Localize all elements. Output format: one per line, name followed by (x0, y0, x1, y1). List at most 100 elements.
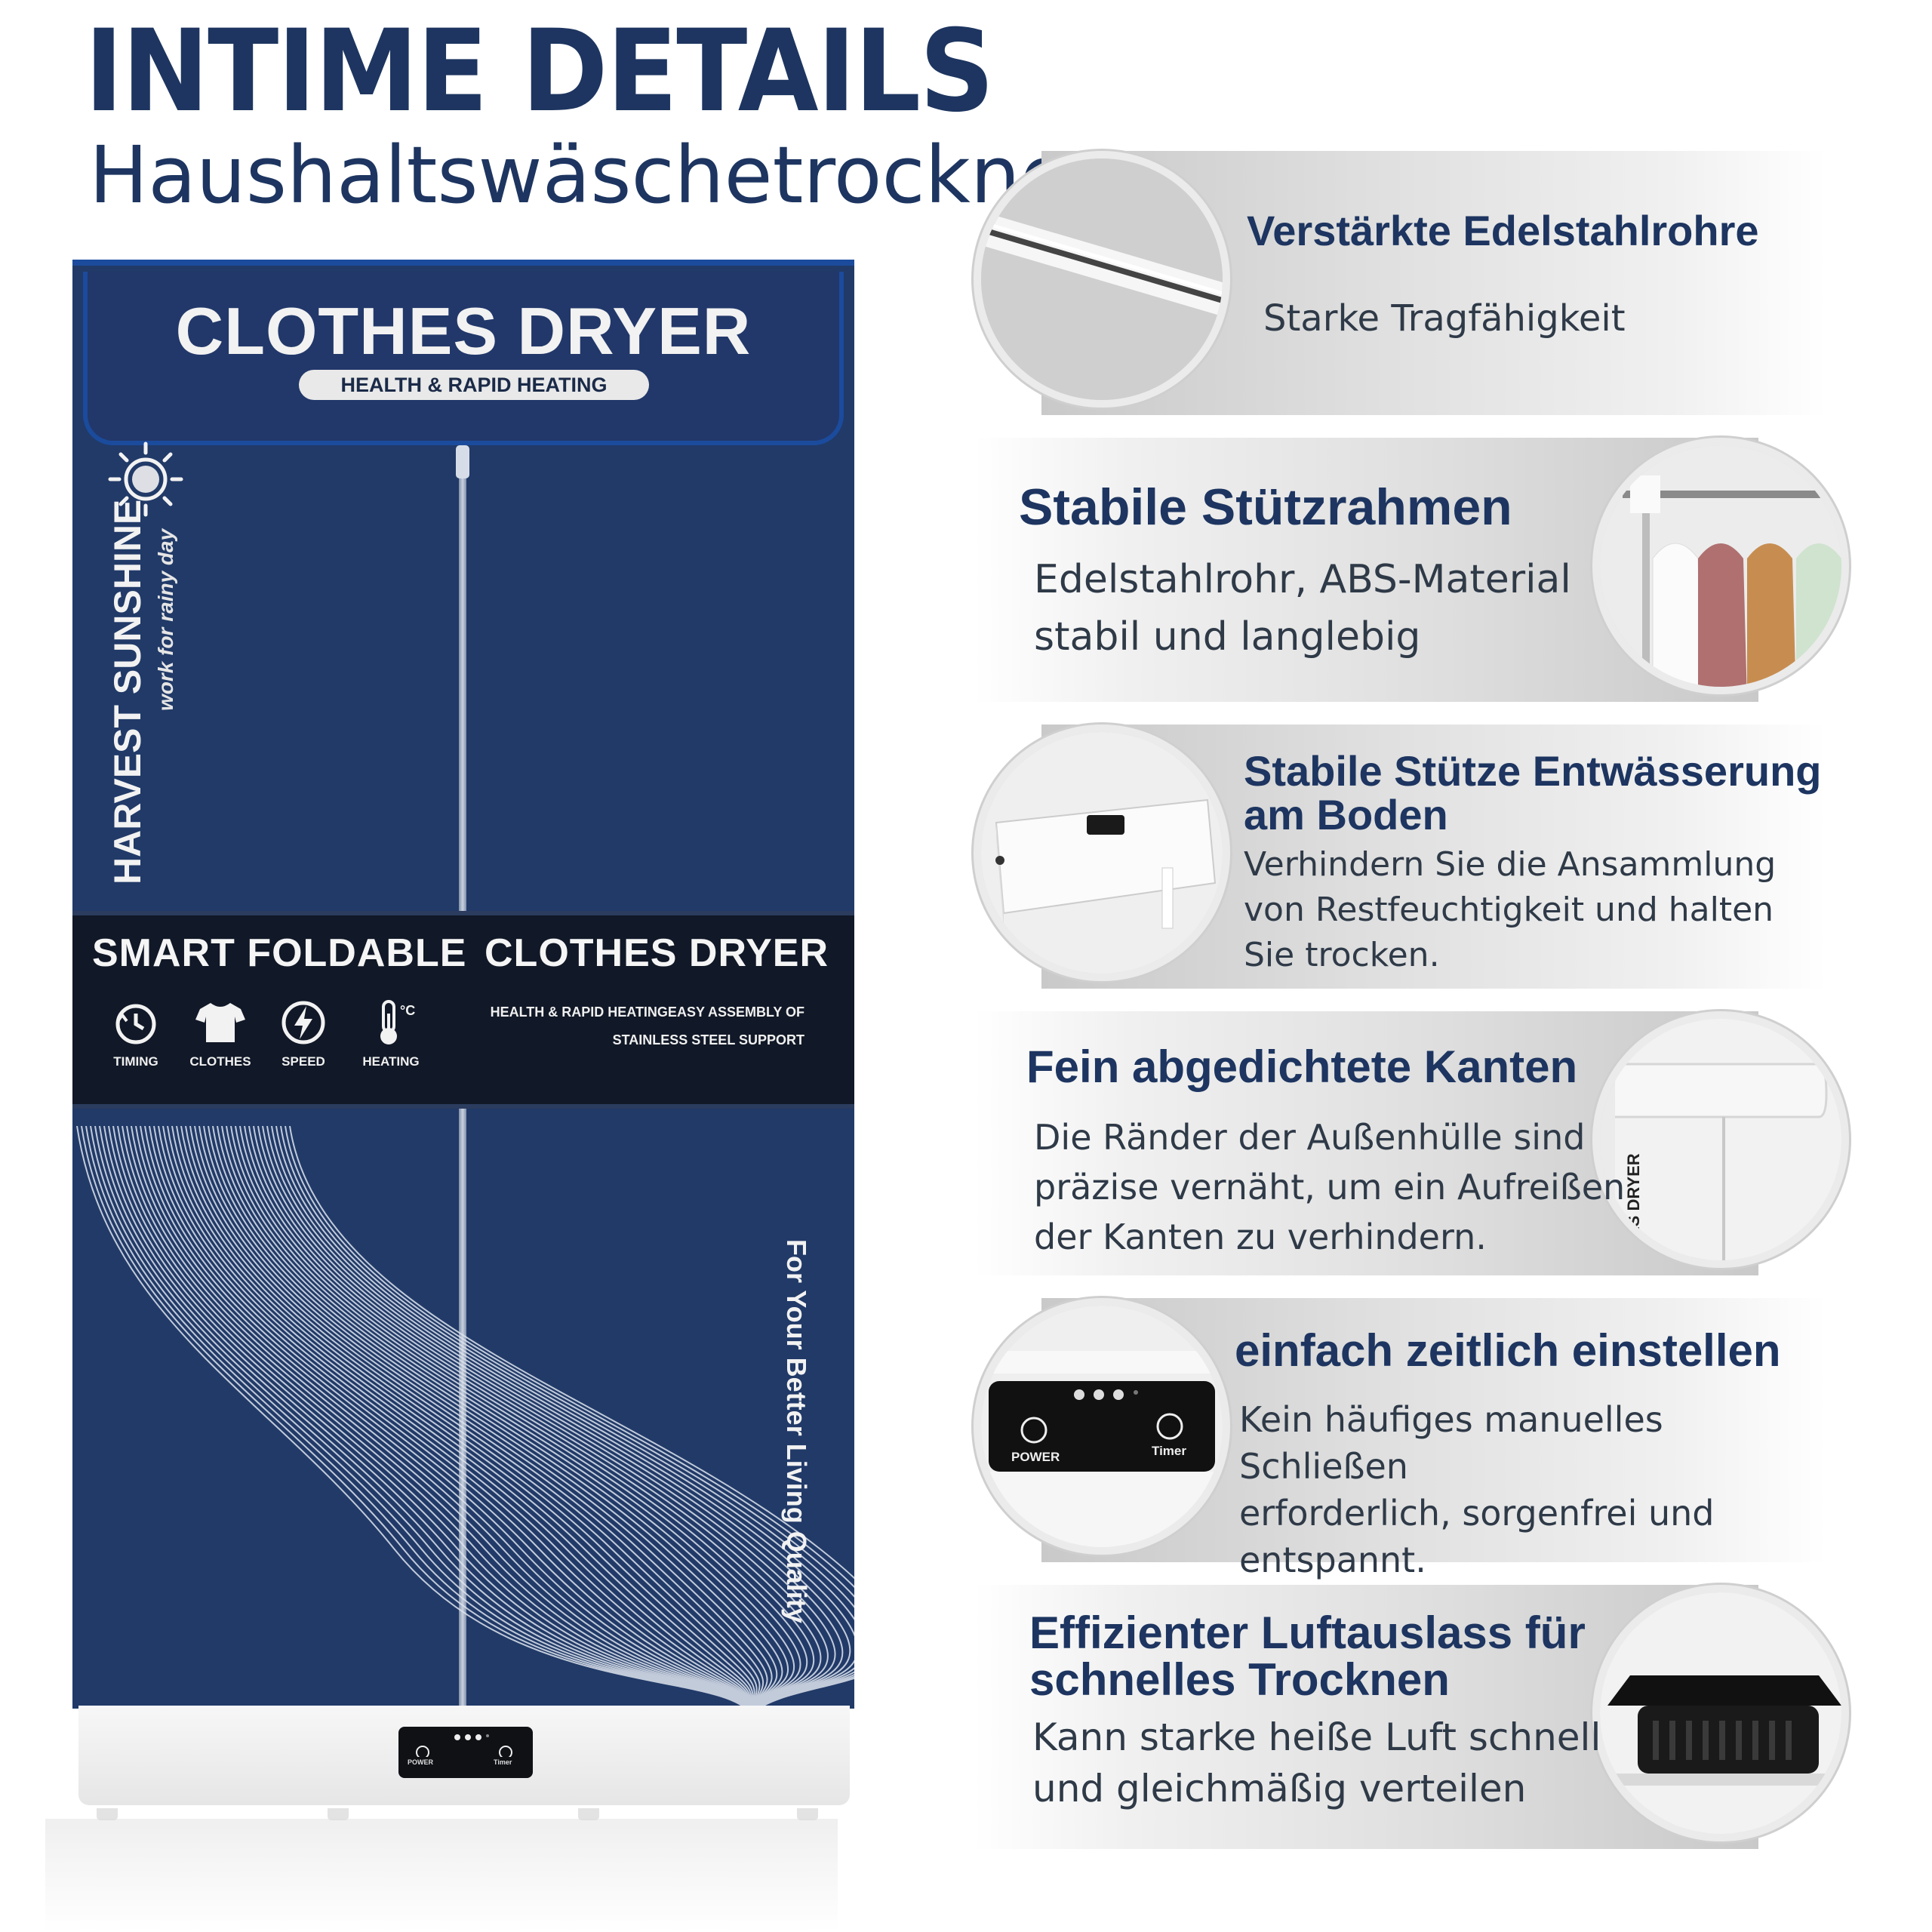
card-description-line: präzise vernäht, um ein Aufreißen (1034, 1167, 1626, 1208)
feature-clothes: CLOTHES (178, 998, 263, 1069)
wave-line (230, 1126, 801, 1715)
sun-icon (108, 441, 183, 517)
timer-label: Timer (1152, 1444, 1186, 1458)
wave-line (275, 1126, 854, 1715)
feature-heating: °C HEATING (349, 998, 433, 1069)
clothes-dryer-illustration: CLOTHES DRYER HEALTH & RAPID HEATING HAR… (72, 260, 854, 1820)
base-drain-image (974, 724, 1230, 981)
card-description-line: Kann starke heiße Luft schnell (1032, 1715, 1601, 1759)
wave-line (126, 1126, 752, 1715)
wave-line (280, 1126, 854, 1715)
card-description-line: Kein häufiges manuelles Schließen (1239, 1399, 1663, 1487)
feature-card-air-outlet: Effizienter Luftauslass für schnelles Tr… (974, 1585, 1849, 1849)
flap-title: CLOTHES DRYER (175, 294, 752, 368)
feature-card-steel-tubes: Verstärkte Edelstahlrohre Starke Tragfäh… (974, 151, 1826, 415)
feature-timing: TIMING (94, 998, 178, 1069)
wave-line (122, 1126, 752, 1715)
feature-timing-label: TIMING (113, 1054, 158, 1069)
wave-line (198, 1126, 764, 1715)
card-title: Verstärkte Edelstahlrohre (1247, 207, 1759, 254)
card-title: Stabile Stützrahmen (1019, 478, 1512, 536)
card-title-line: Stabile Stütze Entwässerung (1244, 747, 1822, 795)
card-description: Verhindern Sie die Ansammlung von Restfe… (1244, 842, 1776, 978)
brand-name: HARVEST SUNSHINE (106, 499, 149, 884)
power-button-label: POWER (408, 1758, 434, 1766)
band-right-title: CLOTHES DRYER (485, 931, 829, 975)
zipper-pull (456, 445, 469, 478)
card-title-line: am Boden (1244, 791, 1448, 838)
card-title-line: Effizienter Luftauslass für (1029, 1607, 1586, 1658)
power-label: POWER (1011, 1450, 1060, 1464)
air-outlet-image (1592, 1585, 1849, 1841)
card-description-line: stabil und langlebig (1034, 614, 1421, 660)
wave-line (212, 1126, 778, 1715)
wave-line (149, 1126, 752, 1715)
card-description-line: Edelstahlrohr, ABS-Material (1034, 557, 1571, 602)
card-description-line: erforderlich, sorgenfrei und (1239, 1493, 1715, 1534)
card-description: Die Ränder der Außenhülle sind präzise v… (1034, 1112, 1625, 1262)
wave-line (140, 1126, 752, 1715)
clothes-rack-image (1592, 438, 1849, 694)
decorative-waves (76, 1126, 854, 1715)
wave-line (221, 1126, 789, 1715)
wave-line (153, 1126, 752, 1715)
card-description-line: von Restfeuchtigkeit und halten (1244, 891, 1774, 929)
card-description: Edelstahlrohr, ABS-Material stabil und l… (1034, 551, 1571, 666)
card-description-line: Starke Tragfähigkeit (1263, 297, 1626, 340)
wave-line (135, 1126, 752, 1715)
card-title: einfach zeitlich einstellen (1235, 1325, 1781, 1376)
wave-line (271, 1126, 854, 1715)
dryer-foot (328, 1808, 349, 1820)
flap-badge: HEALTH & RAPID HEATING (299, 370, 649, 400)
wave-line (171, 1126, 753, 1715)
wave-line (253, 1126, 836, 1715)
dryer-foot (578, 1808, 599, 1820)
card-description: Kein häufiges manuelles Schließen erford… (1239, 1396, 1826, 1583)
wave-line (99, 1126, 752, 1715)
timer-button-label: Timer (494, 1758, 512, 1766)
thermometer-icon: °C (380, 1000, 415, 1044)
wave-line (208, 1126, 773, 1715)
lightning-icon (281, 1001, 325, 1044)
wave-line (285, 1126, 854, 1715)
svg-text:°C: °C (400, 1003, 415, 1018)
wave-line (217, 1126, 783, 1715)
wave-line (94, 1126, 752, 1715)
dryer-control-panel: POWER Timer (398, 1727, 533, 1778)
wave-line (189, 1126, 758, 1715)
wave-line (167, 1126, 752, 1715)
wave-line (266, 1126, 854, 1715)
floor-reflection (45, 1819, 838, 1932)
steel-tube-image (974, 151, 1230, 408)
dryer-foot (97, 1808, 118, 1820)
wave-line (112, 1126, 752, 1715)
dryer-foot (797, 1808, 818, 1820)
feature-card-timer: POWER Timer einfach zeitlich einstellen … (974, 1298, 1826, 1580)
feature-card-support-frame: Stabile Stützrahmen Edelstahlrohr, ABS-M… (974, 438, 1849, 702)
wave-line (257, 1126, 844, 1715)
control-panel-image: POWER Timer (974, 1298, 1230, 1555)
card-title: Fein abgedichtete Kanten (1026, 1041, 1578, 1092)
band-right-line2: STAINLESS STEEL SUPPORT (612, 1032, 804, 1048)
wave-line (103, 1126, 752, 1715)
card-title: Stabile Stütze Entwässerung am Boden (1244, 750, 1822, 836)
feature-card-drainage: Stabile Stütze Entwässerung am Boden Ver… (974, 724, 1826, 989)
card-description: Starke Tragfähigkeit (1263, 294, 1626, 343)
wave-line (158, 1126, 752, 1715)
wave-line (239, 1126, 815, 1715)
wave-line (90, 1126, 752, 1715)
dryer-top-flap: CLOTHES DRYER HEALTH & RAPID HEATING (83, 272, 844, 445)
wave-line (194, 1126, 761, 1715)
wave-line (117, 1126, 752, 1715)
sealed-edge-label: ES DRYER (1624, 1153, 1643, 1238)
timer-icon (115, 1004, 156, 1044)
wave-line (248, 1126, 829, 1715)
feature-speed-label: SPEED (281, 1054, 325, 1069)
wave-line (185, 1126, 755, 1715)
card-description-line: Die Ränder der Außenhülle sind (1034, 1117, 1586, 1158)
feature-clothes-label: CLOTHES (189, 1054, 251, 1069)
wave-line (226, 1126, 795, 1715)
card-description-line: Sie trocken. (1244, 936, 1440, 974)
wave-line (176, 1126, 753, 1715)
card-description-line: Verhindern Sie die Ansammlung (1244, 845, 1777, 884)
